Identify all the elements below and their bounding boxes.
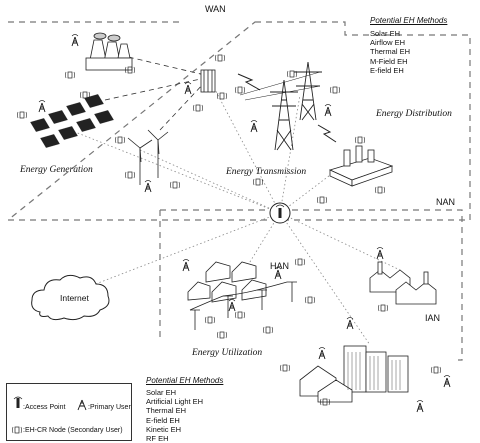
wind-turbines-icon xyxy=(127,129,169,185)
ian-label: IAN xyxy=(425,313,441,323)
access-point-icon xyxy=(269,202,291,224)
lightning-icon xyxy=(317,124,337,143)
generation-links xyxy=(104,54,206,131)
eh-method-item: Solar EH xyxy=(146,388,177,397)
transformer-icon xyxy=(200,69,216,93)
eh-cr-node-legend-icon xyxy=(12,426,22,434)
access-point-links xyxy=(69,79,401,346)
eh-methods-bottom-title: Potential EH Methods xyxy=(146,376,224,385)
power-plant-icon xyxy=(85,32,133,71)
eh-methods-top-title: Potential EH Methods xyxy=(370,16,448,25)
energy-generation-label: Energy Generation xyxy=(20,165,93,175)
han-label: HAN xyxy=(270,261,290,271)
energy-distribution-label: Energy Distribution xyxy=(376,109,452,119)
eh-methods-top: Potential EH Methods Solar EH Airflow EH… xyxy=(370,16,447,75)
eh-methods-bottom: Potential EH Methods Solar EH Artificial… xyxy=(146,376,223,443)
eh-method-item: E-field EH xyxy=(146,415,180,425)
legend-box: :Access Point :Primary User :EH-CR Node … xyxy=(6,383,132,441)
eh-method-item: Thermal EH xyxy=(146,406,187,416)
han-houses-icon xyxy=(187,261,267,303)
wan-label: WAN xyxy=(205,4,226,14)
eh-method-item: Thermal EH xyxy=(370,47,411,57)
energy-transmission-label: Energy Transmission xyxy=(226,167,307,177)
eh-method-item: E-field EH xyxy=(370,65,404,75)
eh-method-item: Solar EH xyxy=(370,29,401,38)
legend-eh-cr-node: :EH-CR Node (Secondary User) xyxy=(23,427,123,434)
eh-method-item: Kinetic EH xyxy=(146,424,182,434)
energy-utilization-label: Energy Utilization xyxy=(192,348,263,358)
solar-panels-icon xyxy=(29,93,115,149)
eh-method-item: M-Field EH xyxy=(370,56,408,66)
ian-factories-icon xyxy=(369,261,437,305)
transmission-towers-icon xyxy=(239,61,322,151)
substation-icon xyxy=(328,145,394,187)
nan-label: NAN xyxy=(436,197,456,207)
power-line-icon xyxy=(189,281,297,330)
eh-method-item: Artificial Light EH xyxy=(146,397,204,407)
wan-boundary xyxy=(6,21,471,221)
access-point-legend-icon xyxy=(13,396,23,408)
nan-boundary xyxy=(159,209,463,361)
internet-cloud-icon xyxy=(31,274,110,321)
lightning-icon xyxy=(237,73,261,91)
legend-access-point: :Access Point xyxy=(23,404,66,411)
primary-user-legend-icon xyxy=(77,399,87,411)
legend-primary-user: :Primary User xyxy=(88,404,131,411)
eh-method-item: RF EH xyxy=(146,434,169,443)
internet-label: Internet xyxy=(60,293,89,303)
city-buildings-icon xyxy=(299,345,409,403)
eh-method-item: Airflow EH xyxy=(370,38,406,48)
